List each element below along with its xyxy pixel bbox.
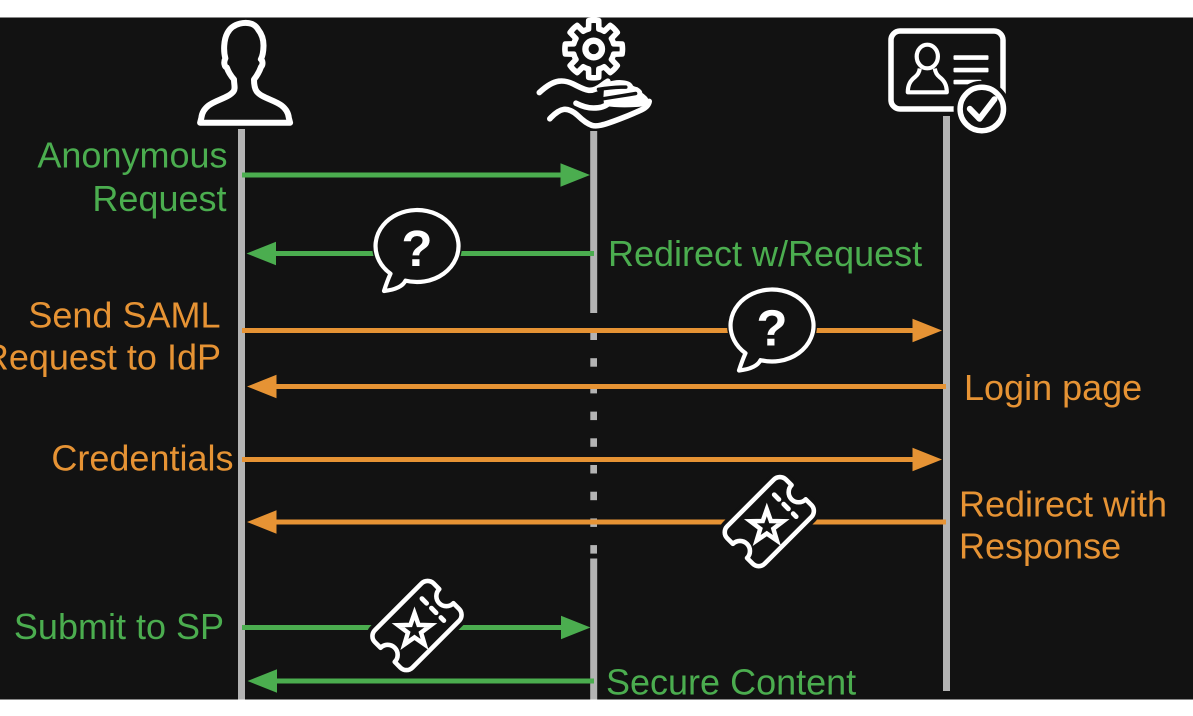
svg-text:Request: Request bbox=[92, 178, 226, 219]
svg-text:Submit to SP: Submit to SP bbox=[14, 606, 224, 647]
svg-text:?: ? bbox=[756, 300, 787, 357]
svg-text:Response: Response bbox=[959, 526, 1121, 567]
svg-text:Request to IdP: Request to IdP bbox=[0, 337, 221, 378]
svg-text:Credentials: Credentials bbox=[51, 438, 233, 479]
svg-text:Anonymous: Anonymous bbox=[37, 135, 227, 176]
svg-text:?: ? bbox=[401, 220, 432, 277]
svg-text:Login page: Login page bbox=[964, 367, 1142, 408]
svg-text:Send SAML: Send SAML bbox=[28, 295, 220, 336]
svg-text:Redirect w/Request: Redirect w/Request bbox=[608, 233, 922, 274]
svg-text:Redirect with: Redirect with bbox=[959, 484, 1167, 525]
svg-text:Secure Content: Secure Content bbox=[606, 662, 856, 703]
